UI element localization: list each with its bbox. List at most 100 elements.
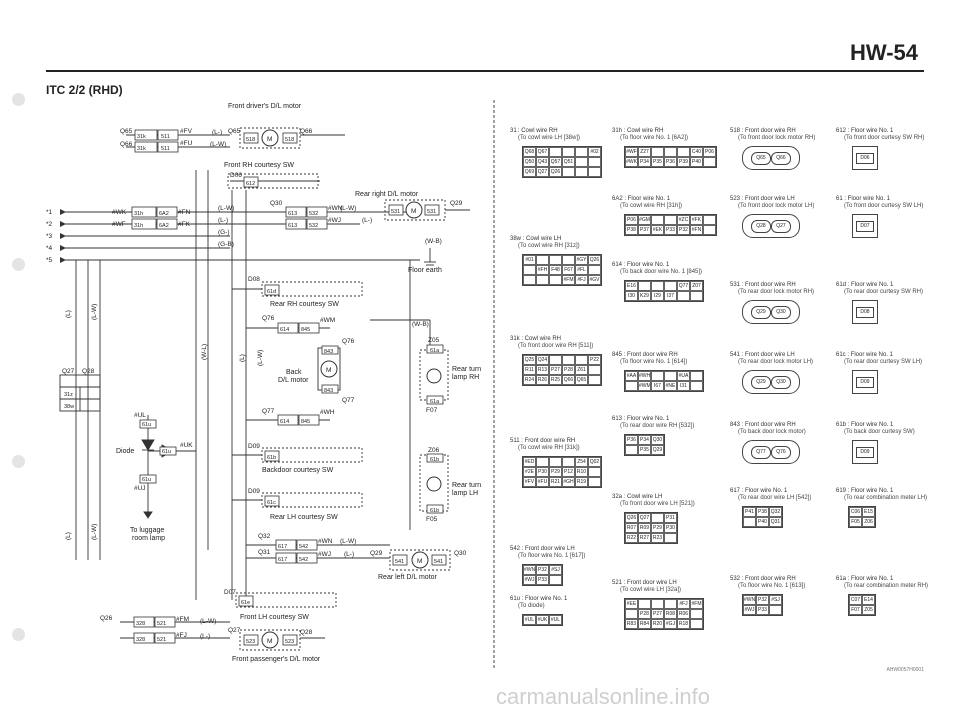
connector-title: 613 : Floor wire No. 1 (612, 416, 670, 422)
wire-id: #WK (112, 209, 127, 216)
label-back-motor-1: Back (286, 369, 302, 376)
terminal-cell: #SJ (769, 595, 782, 605)
connector-face: D08 (852, 300, 878, 324)
code: 328 (136, 621, 145, 627)
terminal-cell (562, 457, 575, 467)
tag: Z06 (428, 447, 440, 454)
terminal-cell (588, 467, 601, 477)
label-rear-turn-lh-1: Rear turn (452, 482, 481, 489)
terminal-cell: #GM (638, 215, 651, 225)
tag: #UL (134, 412, 146, 419)
terminal-cell (625, 381, 638, 391)
terminal-cell: #WJ (523, 575, 536, 585)
terminal-cell: I37 (664, 291, 677, 301)
terminal-cell: R10 (575, 467, 588, 477)
code: 31h (134, 223, 143, 229)
terminal-cell: R18 (677, 619, 690, 629)
terminal-cell: #UL (549, 615, 562, 625)
terminal-cell: P12 (562, 467, 575, 477)
connector-subtitle: (To back door wire No. 1 [845]) (620, 269, 703, 275)
terminal-cell: #ED (523, 457, 536, 467)
terminal-cell: #WK (625, 157, 638, 167)
wire-l: (L-) (212, 129, 222, 136)
terminal-cell (588, 265, 601, 275)
terminal-cell (562, 147, 575, 157)
connector-title: 511 : Front door wire RH (510, 438, 576, 444)
code: 328 (136, 637, 145, 643)
terminal-cell: #FU (536, 477, 549, 487)
terminal-cell (625, 445, 638, 455)
terminal-cell: #SJ (549, 565, 562, 575)
terminal-cell: #AA (625, 371, 638, 381)
wire-id: #WM (320, 317, 335, 324)
connector-face: D06 (852, 146, 878, 170)
tag: Q65 (228, 128, 241, 135)
connector-title: 518 : Front door wire RH (730, 128, 796, 134)
code: 518 (246, 137, 255, 143)
code: 61a (430, 399, 440, 405)
tag: D07 (224, 589, 236, 596)
terminal-cell: E16 (625, 281, 638, 291)
terminal-cell: #WF (625, 147, 638, 157)
terminal-cell (769, 605, 782, 615)
tag: D09 (248, 443, 260, 450)
terminal-cell: P28 (638, 609, 651, 619)
label-rear-rh-courtesy: Rear RH courtesy SW (270, 301, 339, 308)
terminal-cell (549, 255, 562, 265)
terminal-cell: Q77 (751, 446, 771, 459)
terminal-cell: P41 (743, 507, 756, 517)
code: 61b (267, 455, 276, 461)
terminal-cell: Q30 (771, 306, 791, 319)
terminal-cell: R84 (638, 619, 651, 629)
wire-id: #WJ (328, 217, 341, 224)
terminal-cell (638, 281, 651, 291)
code: 61a (430, 348, 440, 354)
terminal-cell (743, 517, 756, 527)
code: 613 (288, 223, 297, 229)
wire-l: (L) (65, 532, 72, 540)
terminal-cell: P32 (756, 595, 769, 605)
code: 541 (395, 559, 404, 565)
connector-title: 612 : Floor wire No. 1 (836, 128, 894, 134)
terminal-cell: R20 (651, 619, 664, 629)
code: 6A2 (159, 211, 169, 217)
wire-id: #WJ (318, 551, 331, 558)
label-backdoor-courtesy: Backdoor courtesy SW (262, 467, 334, 474)
code: 532 (309, 211, 318, 217)
terminal-cell: Q30 (771, 376, 791, 389)
connector-title: 31 : Cowl wire RH (510, 128, 558, 134)
terminal-cell: #UL (523, 615, 536, 625)
connector-subtitle: (To rear combination meter RH) (844, 583, 929, 589)
terminal-cell: R26 (536, 375, 549, 385)
terminal-cell: Q26 (625, 513, 638, 523)
terminal-cell (664, 215, 677, 225)
code: 523 (246, 639, 255, 645)
wire-wl: (W-L) (201, 344, 208, 360)
label-rear-turn-rh-2: lamp RH (452, 374, 479, 381)
terminal-cell (549, 275, 562, 285)
connector-subtitle: (To diode) (518, 603, 545, 609)
terminal-cell: #FM (562, 275, 575, 285)
connector-title: 619 : Floor wire No. 1 (836, 488, 894, 494)
terminal-cell: R23 (651, 533, 664, 543)
binder-hole (12, 93, 25, 106)
tag: Q76 (262, 315, 275, 322)
terminal-cell: P33 (664, 225, 677, 235)
binder-hole (12, 628, 25, 641)
terminal-cell: #WJ (743, 605, 756, 615)
code: 843 (324, 388, 333, 394)
terminal-cell: C40 (690, 147, 703, 157)
terminal-cell: P37 (638, 225, 651, 235)
code: 845 (301, 419, 310, 425)
terminal-cell: P30 (536, 467, 549, 477)
terminal-cell: #GH (562, 477, 575, 487)
code: 542 (299, 557, 308, 563)
terminal-cell: F48 (549, 265, 562, 275)
terminal-cell: P40 (756, 517, 769, 527)
tag: Z05 (428, 337, 440, 344)
terminal-cell (690, 381, 703, 391)
